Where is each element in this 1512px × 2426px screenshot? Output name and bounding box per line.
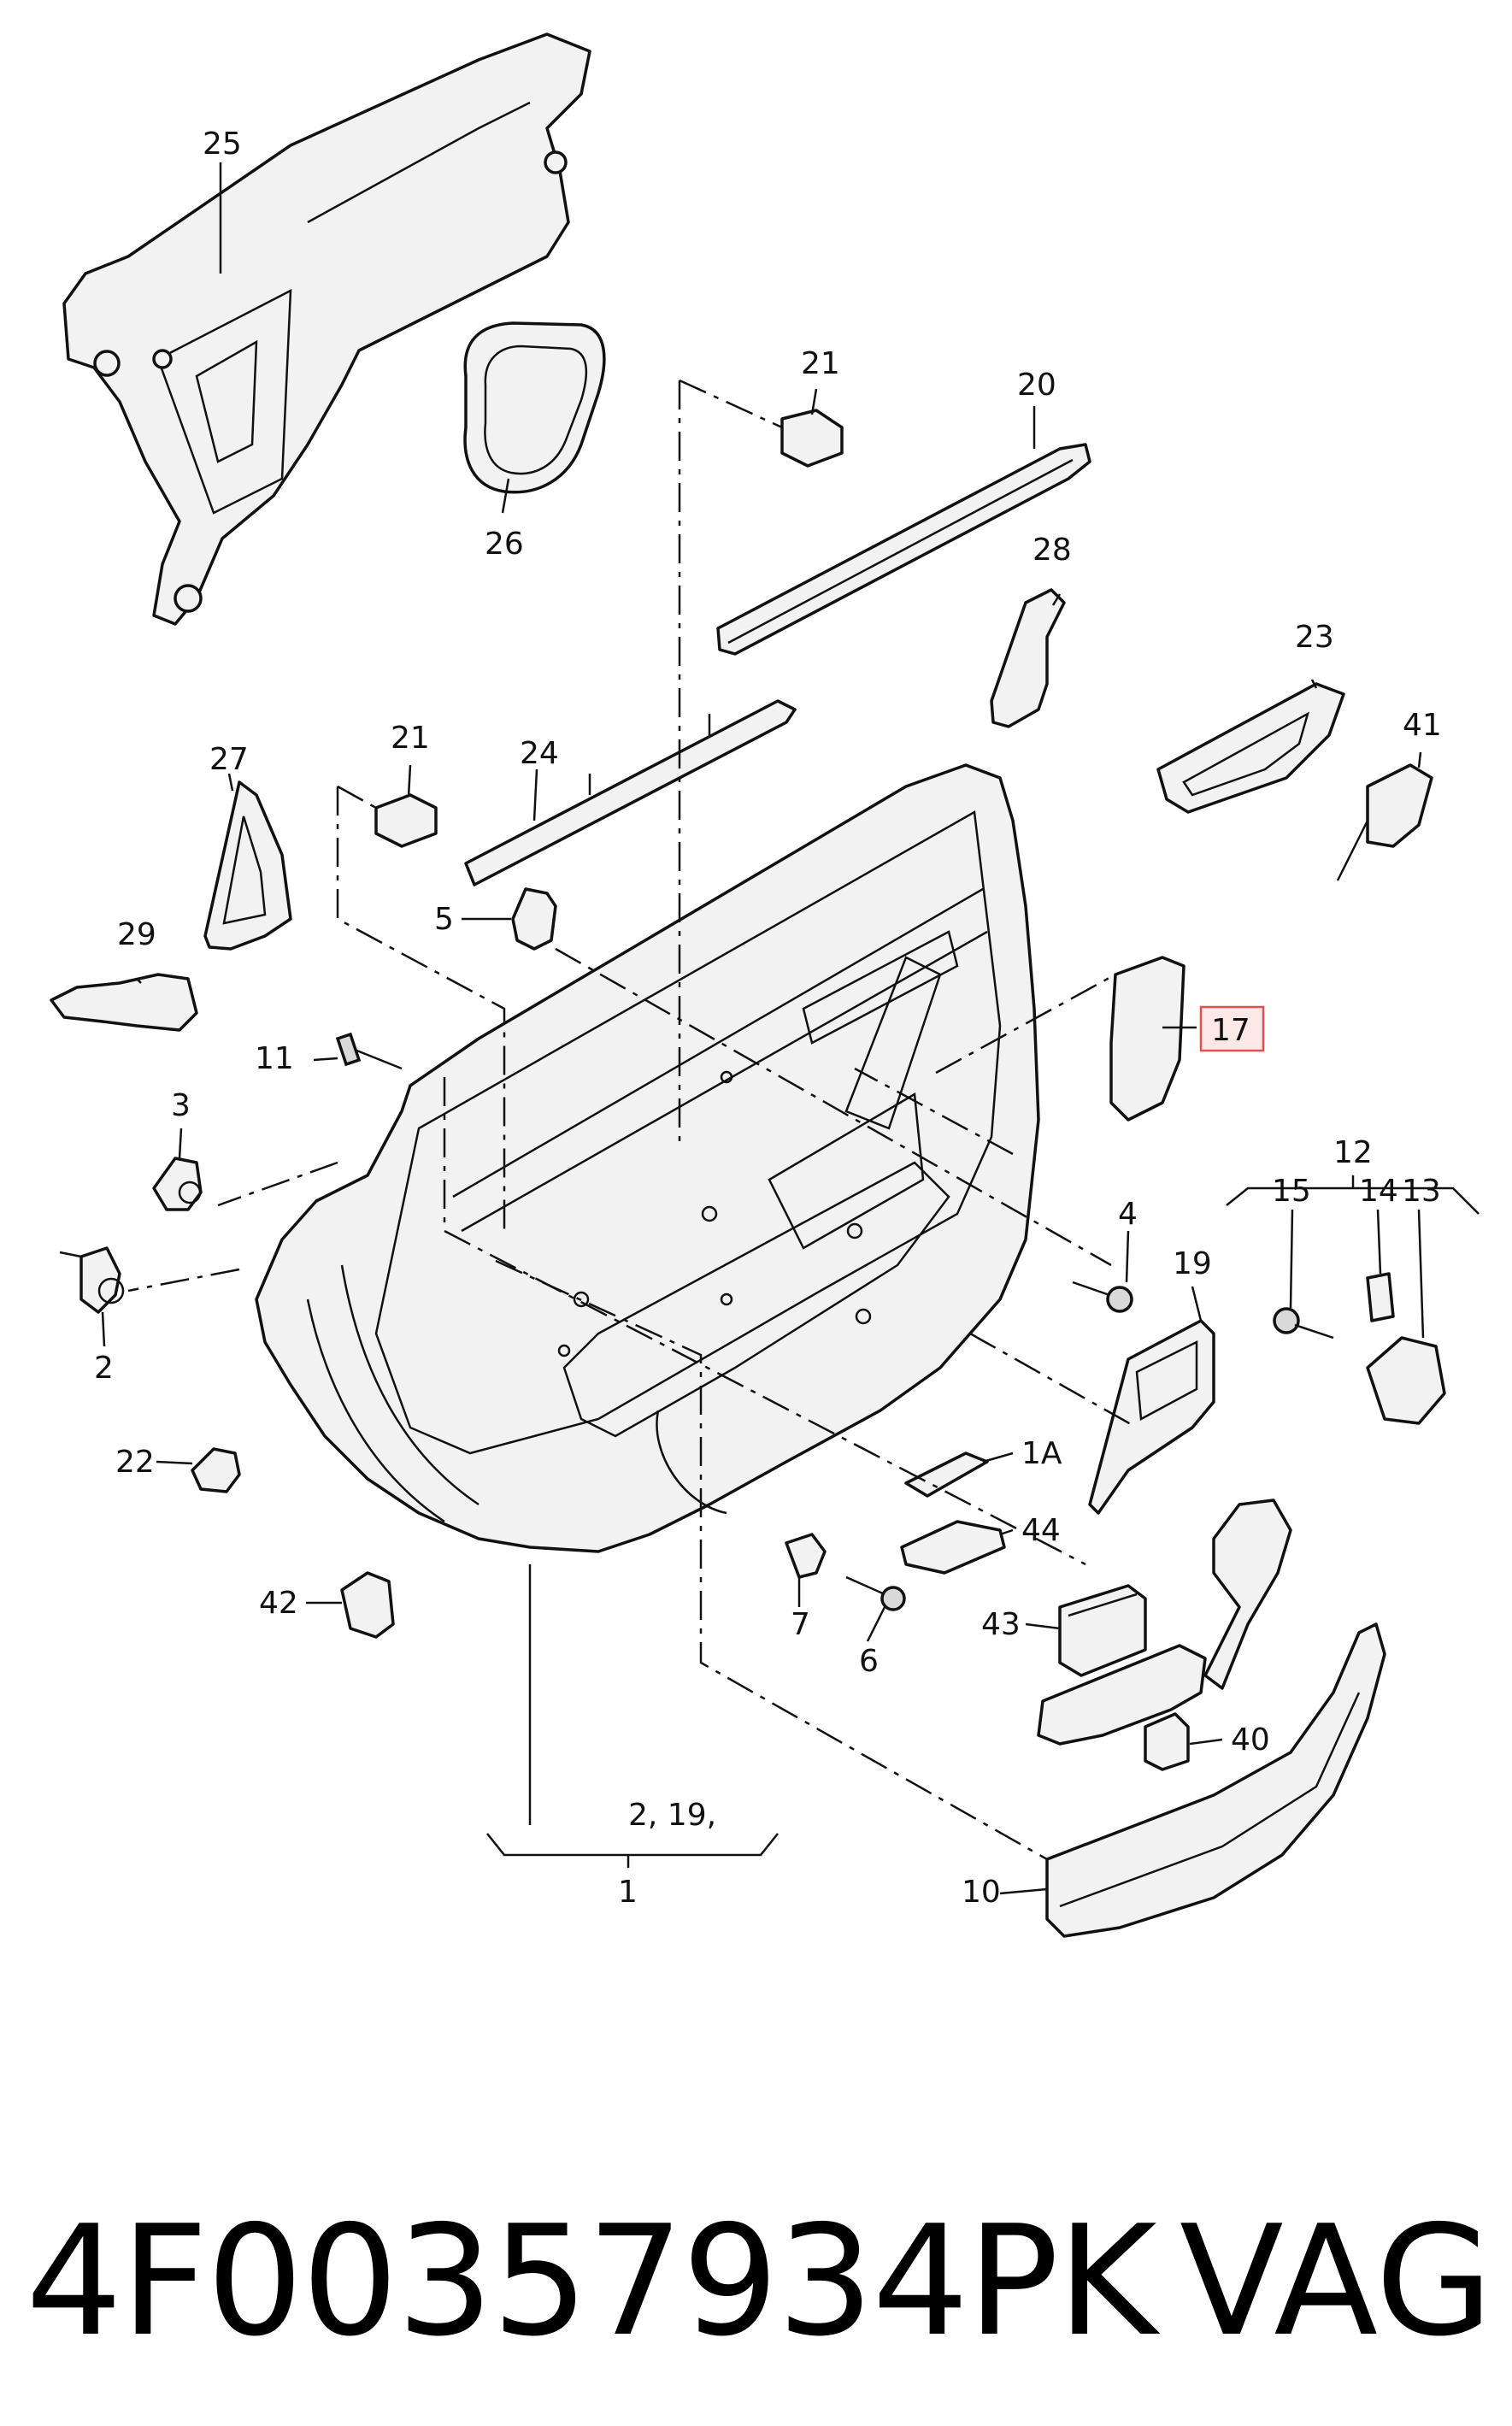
part-14-nut [1366,1272,1395,1322]
callout-26: 26 [485,527,524,562]
callout-19: 19 [1173,1246,1212,1281]
part-17-trim-cover [1109,956,1185,1122]
group-bracket-12 [1226,1175,1480,1215]
part-26-speaker-seal [463,321,606,494]
callout-25: 25 [203,127,242,162]
part-7-clip [785,1533,827,1579]
part-6-screw [845,1575,906,1611]
callout-29: 29 [117,917,156,952]
part-27-mirror-triangle [203,780,292,951]
callout-41: 41 [1403,708,1442,743]
callout-11: 11 [255,1041,294,1076]
part-2-clip [59,1246,125,1314]
part-43-switch [1058,1584,1147,1677]
part-42-cover-cap [340,1571,395,1639]
callout-27: 27 [209,742,249,777]
callout-42: 42 [259,1586,298,1621]
callout-6: 6 [859,1644,879,1679]
callout-24: 24 [520,736,559,771]
part-21-clip-upper [780,409,844,468]
callout-2: 2 [94,1351,114,1386]
part-number-label: 4F00357934PK [26,2193,1157,2370]
part-20-trim-strip [716,443,1091,656]
callout-10: 10 [962,1875,1001,1910]
leader-lines [101,162,1425,1895]
callout-13: 13 [1402,1174,1441,1209]
callout-21-upper: 21 [801,346,840,381]
callout-40: 40 [1231,1722,1270,1758]
callout-22: 22 [115,1445,155,1480]
part-15-screw [1273,1307,1334,1340]
callout-17: 17 [1211,1013,1250,1048]
part-11-bolt [335,1032,403,1070]
part-3-clip [152,1157,203,1211]
brand-label: VAG [1180,2193,1493,2370]
callout-21-lower: 21 [391,721,430,756]
part-28-bracket [990,588,1066,728]
part-5-retainer [511,887,557,951]
part-1-door-trim-panel [255,763,1040,1553]
part-29-insulation [50,973,198,1032]
callout-4: 4 [1118,1197,1138,1232]
part-41-lever [1336,763,1433,881]
callout-1: 1 [618,1875,638,1910]
callout-44: 44 [1021,1513,1061,1548]
callout-20: 20 [1017,368,1056,403]
part-10-armrest [1045,1622,1386,1938]
callout-1a: 1A [1021,1436,1062,1471]
part-4-screw [1072,1281,1133,1313]
armrest-carrier [1037,1499,1292,1746]
part-23-handle-bezel [1156,682,1345,814]
callout-23: 23 [1295,620,1334,655]
group-bracket-1 [486,1833,779,1868]
callout-12: 12 [1333,1135,1373,1170]
callout-43: 43 [981,1607,1021,1642]
part-24-sealing-strip [464,699,797,886]
part-1a-pad [904,1451,989,1498]
callout-28: 28 [1033,533,1072,568]
part-21-clip-lower [374,793,438,848]
callout-3: 3 [171,1088,191,1123]
callout-14: 14 [1359,1174,1398,1209]
part-25-door-carrier [62,32,591,626]
callout-15: 15 [1272,1174,1311,1209]
callout-17-highlight: 17 [1199,1005,1265,1052]
part-44-housing [900,1520,1006,1575]
part-40-button [1144,1712,1190,1771]
callout-5: 5 [434,902,454,937]
part-13-holder [1366,1336,1446,1425]
callout-2-19: 2, 19, [628,1798,716,1833]
callout-7: 7 [791,1607,810,1642]
part-19-panel-insert [1088,1319,1215,1515]
part-22-clip [191,1447,241,1493]
assembly-lines [127,379,1138,1861]
